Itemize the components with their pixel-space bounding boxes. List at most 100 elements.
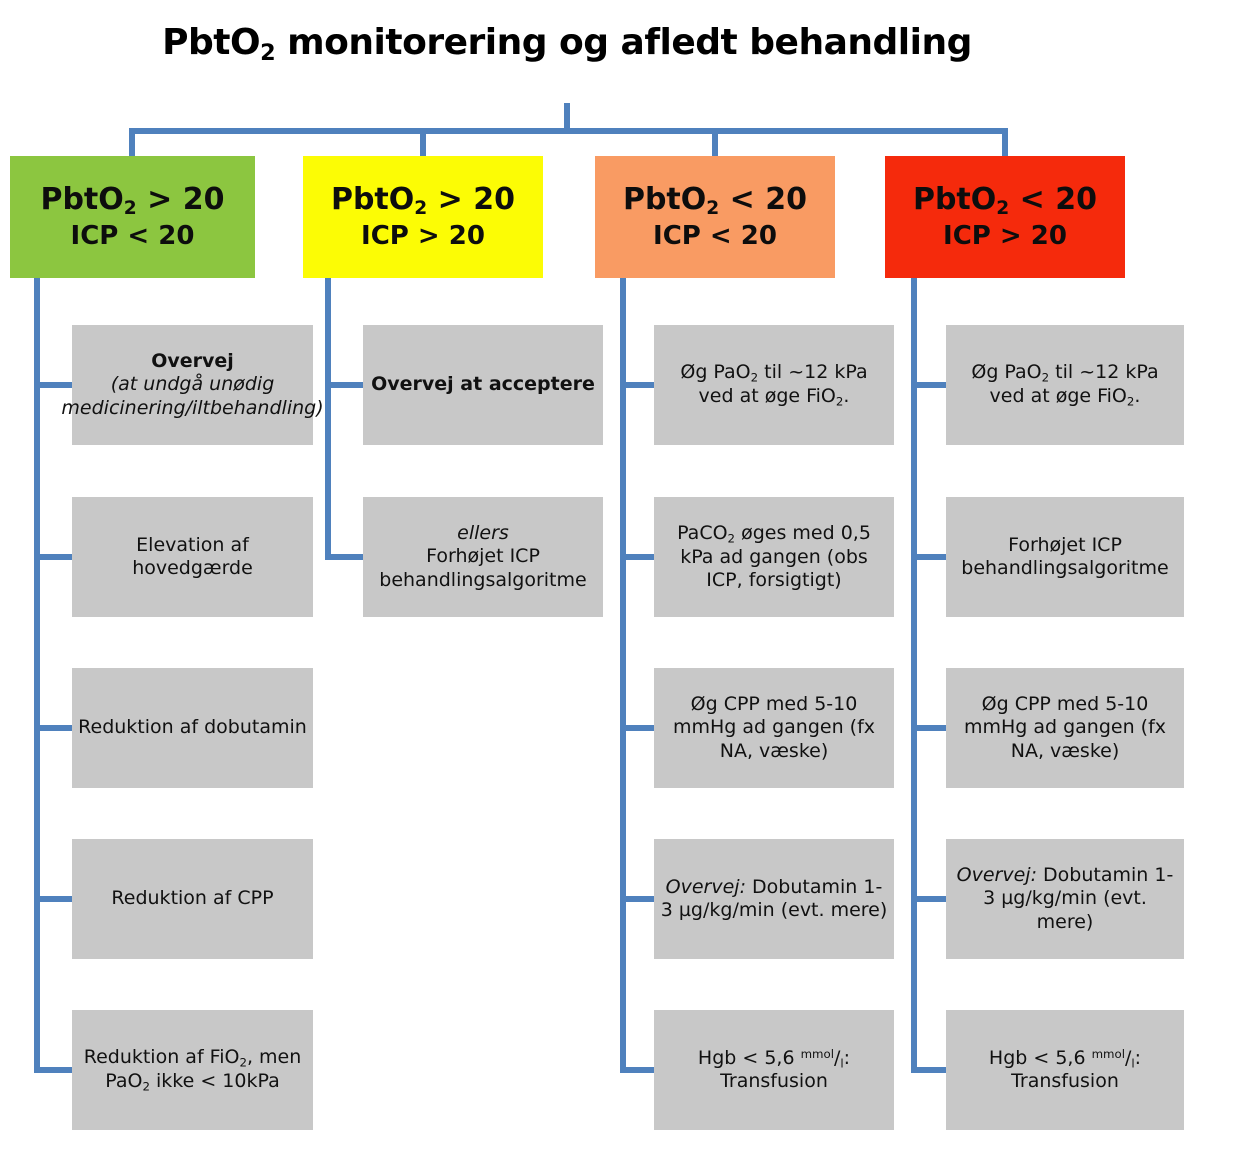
connector-spine-col1	[34, 278, 40, 1073]
header-line1: PbtO2 < 20	[913, 181, 1097, 220]
box-og-pao2-col4: Øg PaO2 til ~12 kPa ved at øge FiO2.	[946, 325, 1184, 445]
connector-drop-col3	[712, 128, 718, 156]
text-segment: : Transfusion	[720, 1046, 851, 1093]
connector-drop-col4	[1002, 128, 1008, 156]
text-segment: Forhøjet ICP behandlingsalgoritme	[379, 545, 587, 591]
text-segment: Overvej:	[665, 875, 746, 898]
text-segment: .	[843, 385, 850, 407]
box-text: Øg PaO2 til ~12 kPa ved at øge FiO2.	[660, 361, 888, 408]
connector-top-horizontal	[129, 128, 1008, 134]
text-segment: Øg CPP med 5-10 mmHg ad gangen (fx NA, v…	[672, 693, 876, 762]
text-segment: ikke < 10kPa	[149, 1070, 280, 1092]
box-elevation-hovedgaerde: Elevation af hovedgærde	[72, 497, 313, 617]
box-text: Reduktion af dobutamin	[78, 716, 307, 739]
text-segment: monitorering og afledt behandling	[275, 22, 972, 63]
box-og-cpp-col3: Øg CPP med 5-10 mmHg ad gangen (fx NA, v…	[654, 668, 894, 788]
box-text: Overvej at acceptere	[371, 373, 595, 396]
text-segment: > 20	[136, 182, 225, 218]
text-segment: Hgb < 5,6	[988, 1046, 1092, 1069]
connector-stub-col1-row4	[34, 896, 72, 902]
box-text: Øg CPP med 5-10 mmHg ad gangen (fx NA, v…	[952, 693, 1178, 763]
connector-drop-col2	[420, 128, 426, 156]
header-line1: PbtO2 > 20	[331, 181, 515, 220]
connector-stub-col1-row5	[34, 1067, 72, 1073]
box-text: Øg PaO2 til ~12 kPa ved at øge FiO2.	[952, 361, 1178, 408]
text-segment: PaCO	[677, 522, 728, 544]
box-text: Overvej: Dobutamin 1-3 µg/kg/min (evt. m…	[952, 864, 1178, 934]
box-text: Overvej: Dobutamin 1-3 µg/kg/min (evt. m…	[660, 876, 888, 922]
box-text: Øg CPP med 5-10 mmHg ad gangen (fx NA, v…	[660, 693, 888, 763]
connector-stub-col3-row3	[620, 725, 656, 731]
connector-stub-col4-row5	[911, 1067, 946, 1073]
box-overvej-acceptere: Overvej at acceptere	[363, 325, 603, 445]
text-segment: .	[1134, 385, 1141, 407]
text-segment: PbtO	[330, 182, 415, 218]
text-segment: /	[833, 1046, 841, 1069]
text-segment: Reduktion af FiO	[83, 1046, 240, 1069]
connector-stub-col4-row3	[911, 725, 946, 731]
text-segment: Øg CPP med 5-10 mmHg ad gangen (fx NA, v…	[963, 693, 1167, 762]
text-segment: < 20	[1009, 182, 1098, 218]
header-line2: ICP < 20	[71, 220, 195, 253]
box-og-cpp-col4: Øg CPP med 5-10 mmHg ad gangen (fx NA, v…	[946, 668, 1184, 788]
box-og-pao2-col3: Øg PaO2 til ~12 kPa ved at øge FiO2.	[654, 325, 894, 445]
connector-stub-col4-row4	[911, 896, 946, 902]
connector-spine-col2	[325, 278, 331, 560]
text-segment: Overvej:	[956, 864, 1037, 887]
connector-stub-col1-row2	[34, 554, 72, 560]
text-segment: til ~12 kPa ved at øge FiO	[989, 361, 1159, 407]
text-segment: l	[840, 1055, 844, 1070]
box-overvej-dobutamin-col4: Overvej: Dobutamin 1-3 µg/kg/min (evt. m…	[946, 839, 1184, 959]
box-text: Hgb < 5,6 mmol/l: Transfusion	[660, 1047, 888, 1094]
text-segment: /	[1124, 1046, 1132, 1069]
text-segment: Overvej	[151, 350, 234, 373]
text-segment: l	[1131, 1055, 1135, 1070]
text-segment: PbtO	[40, 182, 124, 218]
box-hgb-transfusion-col3: Hgb < 5,6 mmol/l: Transfusion	[654, 1010, 894, 1130]
text-segment: 2	[142, 1079, 150, 1094]
text-segment: ICP > 20	[943, 221, 1067, 252]
text-segment: 2	[239, 1055, 247, 1070]
connector-title-stem	[564, 103, 570, 134]
text-segment: ellers	[457, 522, 509, 545]
text-segment: ICP > 20	[361, 221, 485, 252]
text-segment: mmol	[800, 1046, 834, 1061]
text-segment: < 20	[719, 182, 808, 218]
text-segment: Hgb < 5,6	[697, 1046, 801, 1069]
box-reduktion-cpp: Reduktion af CPP	[72, 839, 313, 959]
text-segment: Dobutamin 1-3 µg/kg/min (evt. mere)	[983, 864, 1174, 933]
text-segment: 2	[996, 198, 1010, 220]
text-segment: Forhøjet ICP behandlingsalgoritme	[961, 533, 1169, 579]
text-segment: 2	[706, 198, 720, 220]
connector-stub-col2-row2	[325, 554, 363, 560]
box-overvej-dobutamin-col3: Overvej: Dobutamin 1-3 µg/kg/min (evt. m…	[654, 839, 894, 959]
box-forhojet-icp-col4: Forhøjet ICP behandlingsalgoritme	[946, 497, 1184, 617]
text-segment: PbtO	[162, 22, 261, 63]
text-segment: 2	[750, 370, 759, 385]
text-segment: 2	[260, 40, 276, 67]
connector-stub-col4-row2	[911, 554, 946, 560]
box-text: Elevation af hovedgærde	[78, 534, 307, 580]
box-overvej-undga-unodig: Overvej(at undgå unødig medicinering/ilt…	[61, 325, 324, 445]
text-segment: Overvej at acceptere	[371, 373, 595, 396]
header-pbto2-gt20-icp-lt20: PbtO2 > 20 ICP < 20	[10, 156, 255, 278]
text-segment: Reduktion af dobutamin	[78, 716, 307, 739]
box-text: Hgb < 5,6 mmol/l: Transfusion	[952, 1047, 1178, 1094]
text-segment: ICP < 20	[653, 221, 777, 252]
header-line2: ICP > 20	[361, 220, 485, 253]
connector-stub-col2-row1	[325, 382, 363, 388]
connector-stub-col3-row4	[620, 896, 656, 902]
header-pbto2-gt20-icp-gt20: PbtO2 > 20 ICP > 20	[303, 156, 543, 278]
text-segment: mmol	[1091, 1046, 1125, 1061]
connector-stub-col1-row1	[34, 382, 72, 388]
text-segment: 2	[1041, 370, 1050, 385]
text-segment: (at undgå unødig medicinering/iltbehandl…	[61, 373, 324, 419]
text-segment: Reduktion af CPP	[111, 887, 274, 910]
text-segment: Øg PaO	[971, 361, 1042, 384]
connector-drop-col1	[129, 128, 135, 156]
connector-stub-col1-row3	[34, 725, 72, 731]
text-segment: Elevation af hovedgærde	[132, 533, 253, 579]
